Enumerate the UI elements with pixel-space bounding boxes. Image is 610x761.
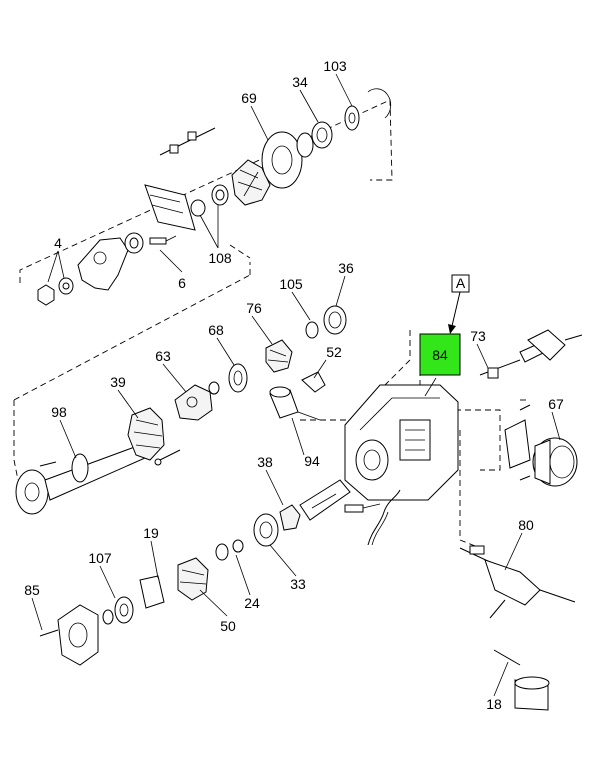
- callout-85: 85: [24, 582, 40, 598]
- callout-84[interactable]: 84: [432, 347, 448, 363]
- callout-108: 108: [208, 250, 232, 266]
- upper-assembly: [37, 88, 392, 306]
- callout-19: 19: [143, 525, 159, 541]
- callout-105: 105: [279, 276, 303, 292]
- main-housing: [344, 384, 459, 546]
- callout-103: 103: [323, 58, 347, 74]
- callout-80: 80: [518, 517, 534, 533]
- callout-34: 34: [292, 74, 308, 90]
- callout-94: 94: [304, 453, 320, 469]
- callout-50: 50: [220, 618, 236, 634]
- callout-68: 68: [208, 322, 224, 338]
- highlighted-part-84[interactable]: 84: [419, 333, 461, 376]
- callout-107: 107: [88, 550, 112, 566]
- leader-lines: [31, 73, 561, 697]
- callout-63: 63: [155, 348, 171, 364]
- callout-labels: 103 69 34 4 108 6 36 105 76 68 63 39 98 …: [24, 58, 564, 712]
- callout-24: 24: [244, 595, 260, 611]
- callout-4: 4: [54, 235, 62, 251]
- callout-38: 38: [257, 454, 273, 470]
- view-reference-label: A: [456, 275, 466, 291]
- callout-67: 67: [548, 396, 564, 412]
- callout-6: 6: [178, 275, 186, 291]
- callout-18: 18: [486, 696, 502, 712]
- callout-39: 39: [110, 374, 126, 390]
- callout-76: 76: [246, 300, 262, 316]
- callout-52: 52: [326, 344, 342, 360]
- callout-73: 73: [470, 328, 486, 344]
- callout-69: 69: [241, 90, 257, 106]
- view-reference-a: A: [451, 274, 470, 293]
- highlight-box[interactable]: [419, 333, 461, 376]
- callout-36: 36: [338, 260, 354, 276]
- right-side-parts: [459, 329, 583, 711]
- lower-assembly: [39, 479, 351, 666]
- middle-shaft-assembly: [15, 305, 347, 515]
- callout-98: 98: [51, 404, 67, 420]
- callout-33: 33: [290, 576, 306, 592]
